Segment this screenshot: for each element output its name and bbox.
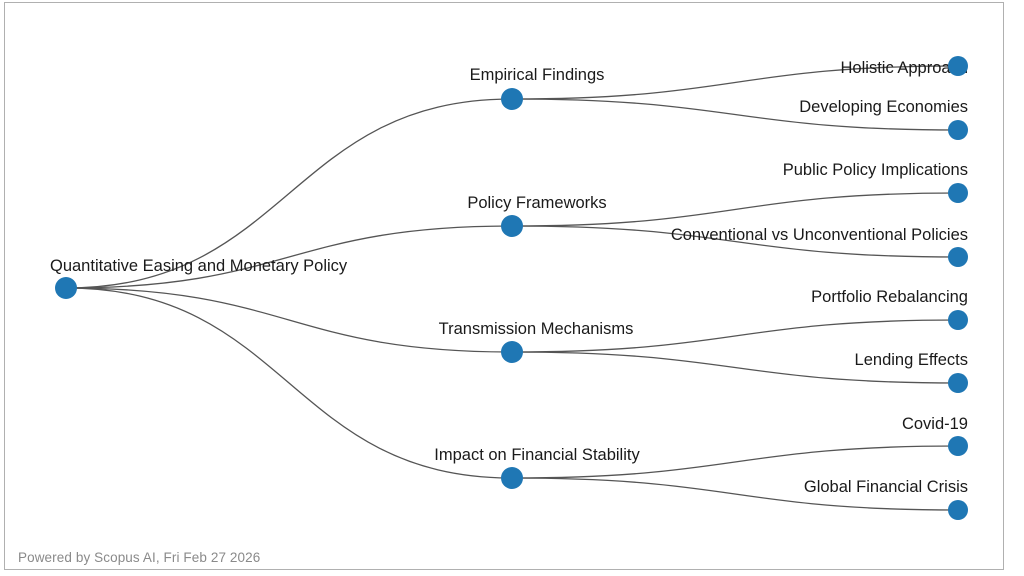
node-circle-portfolio-rebalancing[interactable] <box>948 310 968 330</box>
node-label-conventional-vs-unconventional-policies: Conventional vs Unconventional Policies <box>671 226 968 244</box>
link-empirical-findings-to-holistic-approach <box>511 65 959 100</box>
link-transmission-mechanisms-to-portfolio-rebalancing <box>511 319 959 353</box>
tree-node-portfolio-rebalancing[interactable]: Portfolio Rebalancing <box>811 288 968 330</box>
tree-node-global-financial-crisis[interactable]: Global Financial Crisis <box>804 478 968 520</box>
node-circle-transmission-mechanisms[interactable] <box>501 341 523 363</box>
node-circle-impact-on-financial-stability[interactable] <box>501 467 523 489</box>
tree-node-impact-on-financial-stability[interactable]: Impact on Financial Stability <box>434 446 640 489</box>
node-circle-conventional-vs-unconventional-policies[interactable] <box>948 247 968 267</box>
link-root-to-empirical-findings <box>65 98 513 289</box>
tree-node-conventional-vs-unconventional-policies[interactable]: Conventional vs Unconventional Policies <box>671 226 968 267</box>
link-root-to-impact-on-financial-stability <box>65 287 513 479</box>
link-root-to-transmission-mechanisms <box>65 287 513 353</box>
node-circle-developing-economies[interactable] <box>948 120 968 140</box>
link-empirical-findings-to-developing-economies <box>511 98 959 131</box>
node-label-policy-frameworks: Policy Frameworks <box>467 194 606 212</box>
node-label-developing-economies: Developing Economies <box>799 98 968 116</box>
node-circle-public-policy-implications[interactable] <box>948 183 968 203</box>
tree-node-lending-effects[interactable]: Lending Effects <box>855 351 968 393</box>
tree-node-public-policy-implications[interactable]: Public Policy Implications <box>783 161 968 203</box>
node-label-holistic-approach: Holistic Approach <box>841 59 968 77</box>
node-circle-holistic-approach[interactable] <box>948 56 968 76</box>
links-layer <box>65 65 959 511</box>
nodes-layer[interactable]: Quantitative Easing and Monetary Policy E… <box>50 56 968 520</box>
node-label-root: Quantitative Easing and Monetary Policy <box>50 257 348 275</box>
link-impact-on-financial-stability-to-global-financial-crisis <box>511 477 959 511</box>
node-circle-policy-frameworks[interactable] <box>501 215 523 237</box>
node-circle-global-financial-crisis[interactable] <box>948 500 968 520</box>
link-impact-on-financial-stability-to-covid-19 <box>511 445 959 479</box>
link-policy-frameworks-to-conventional-vs-unconventional-policies <box>511 225 959 258</box>
tree-node-transmission-mechanisms[interactable]: Transmission Mechanisms <box>439 320 634 363</box>
link-policy-frameworks-to-public-policy-implications <box>511 192 959 227</box>
node-label-impact-on-financial-stability: Impact on Financial Stability <box>434 446 640 464</box>
node-circle-covid-19[interactable] <box>948 436 968 456</box>
node-circle-lending-effects[interactable] <box>948 373 968 393</box>
node-label-global-financial-crisis: Global Financial Crisis <box>804 478 968 496</box>
node-label-lending-effects: Lending Effects <box>855 351 968 369</box>
node-circle-root[interactable] <box>55 277 77 299</box>
node-label-covid-19: Covid-19 <box>902 415 968 433</box>
link-transmission-mechanisms-to-lending-effects <box>511 351 959 384</box>
tree-node-developing-economies[interactable]: Developing Economies <box>799 98 968 140</box>
node-label-empirical-findings: Empirical Findings <box>470 66 605 84</box>
node-circle-empirical-findings[interactable] <box>501 88 523 110</box>
tree-node-holistic-approach[interactable]: Holistic Approach <box>841 56 968 77</box>
footer-attribution: Powered by Scopus AI, Fri Feb 27 2026 <box>18 550 261 565</box>
node-label-public-policy-implications: Public Policy Implications <box>783 161 968 179</box>
tree-node-covid-19[interactable]: Covid-19 <box>902 415 968 456</box>
node-label-transmission-mechanisms: Transmission Mechanisms <box>439 320 634 338</box>
node-label-portfolio-rebalancing: Portfolio Rebalancing <box>811 288 968 306</box>
tree-node-empirical-findings[interactable]: Empirical Findings <box>470 66 605 110</box>
tree-node-policy-frameworks[interactable]: Policy Frameworks <box>467 194 607 237</box>
link-root-to-policy-frameworks <box>65 225 513 289</box>
tree-node-root[interactable]: Quantitative Easing and Monetary Policy <box>50 257 348 299</box>
